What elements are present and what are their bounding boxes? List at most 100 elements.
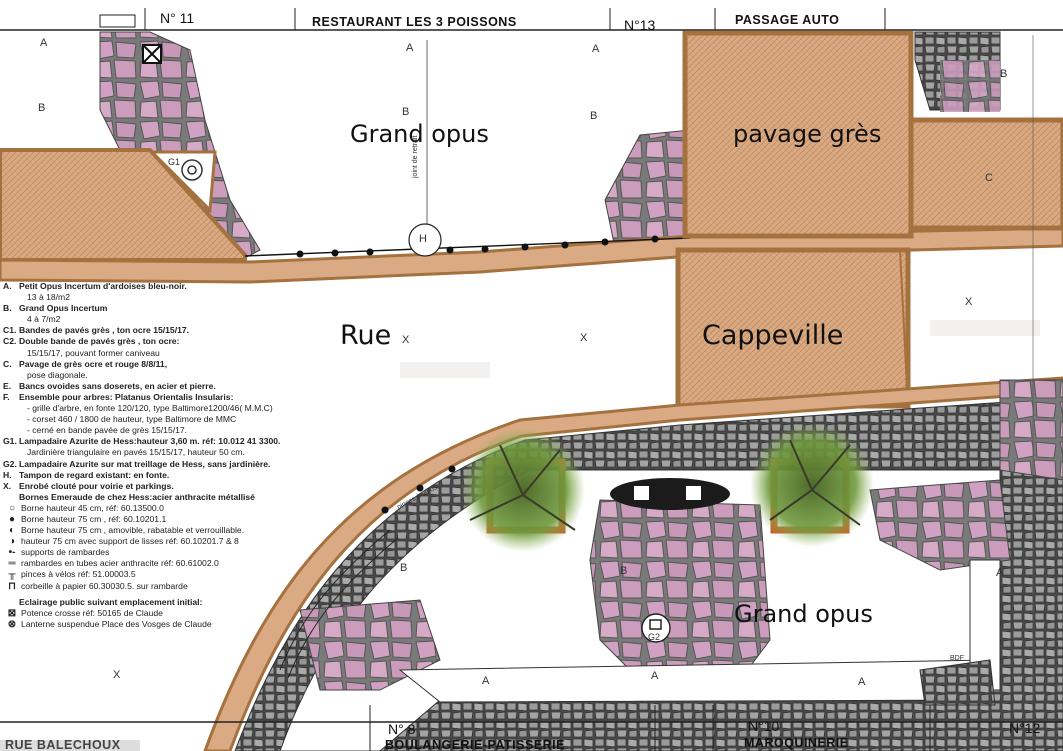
lamp-g2-label: G2: [648, 632, 661, 642]
legend-text: Bandes de pavés grès , ton ocre 15/15/17…: [19, 325, 190, 336]
legend-symbol: ⊓: [8, 580, 16, 592]
legend-subitem: Jardinière triangulaire en pavés 15/15/1…: [3, 447, 343, 458]
legend-borne-item: ● Borne hauteur 75 cm , réf: 60.10201.1: [3, 514, 343, 525]
legend-symbol: [3, 597, 19, 608]
legend-text: Lampadaire Azurite sur mat treillage de …: [19, 458, 271, 469]
zone-x: X: [580, 332, 588, 344]
zone-a: A: [858, 676, 866, 688]
legend-text: Double bande de pavés grès , ton ocre:: [19, 336, 180, 347]
legend-symbol: ◐: [8, 525, 16, 537]
legend-subitem: 15/15/17, pouvant former caniveau: [3, 348, 343, 359]
passage-auto-label: PASSAGE AUTO: [735, 13, 840, 27]
legend-symbol: [3, 492, 19, 503]
legend-text: Potence crosse réf: 50165 de Claude: [21, 607, 163, 618]
legend-subitem: 13 à 18/m2: [3, 292, 343, 303]
legend-item: F. Ensemble pour arbres: Platanus Orienta…: [3, 392, 343, 403]
zone-b: B: [590, 110, 598, 122]
legend-symbol: ⊠: [7, 607, 17, 619]
legend-symbol: ●: [8, 513, 16, 525]
legend-symbol: ╥: [8, 569, 16, 581]
building-number-13: N°13: [624, 17, 656, 33]
legend-symbol: ⊗: [7, 618, 17, 630]
legend-symbol: H.: [3, 469, 12, 480]
legend-text: Tampon de regard existant: en fonte.: [19, 469, 170, 480]
legend-text: Bornes Emeraude de chez Hess:acier anthr…: [19, 491, 255, 502]
legend-symbol: ○: [8, 502, 16, 514]
legend-text: Petit Opus Incertum d'ardoises bleu-noir…: [19, 281, 187, 291]
grand-opus-bottom-label: Grand opus: [734, 600, 873, 628]
legend-text: Lanterne suspendue Place des Vosges de C…: [21, 618, 212, 629]
legend-text: Bancs ovoides sans doserets, en acier et…: [19, 380, 216, 391]
legend-text: pinces à vélos réf: 51.00003.5: [21, 569, 136, 580]
legend-text: - corset 460 / 1800 de hauteur, type Bal…: [27, 414, 237, 425]
zone-a: A: [40, 37, 48, 49]
legend-symbol: F.: [3, 391, 10, 402]
manhole-h-label: H: [419, 233, 427, 245]
legend-symbol: E.: [3, 380, 12, 391]
legend-item: C. Pavage de grès ocre et rouge 8/8/11,: [3, 359, 343, 370]
legend-text: 13 à 18/m2: [27, 292, 70, 303]
zone-a: A: [651, 670, 659, 682]
building-number-10: N°10: [748, 718, 780, 734]
legend-text: Pavage de grès ocre et rouge 8/8/11,: [19, 358, 168, 369]
legend-text: Enrobé clouté pour voirie et parkings.: [19, 480, 174, 491]
legend-text: rambardes en tubes acier anthracite réf:…: [21, 558, 219, 569]
zone-b: B: [1000, 68, 1008, 80]
zone-a: A: [592, 43, 600, 55]
zone-a: A: [482, 675, 490, 687]
zone-b: B: [402, 106, 410, 118]
legend-item: E. Bancs ovoides sans doserets, en acier …: [3, 381, 343, 392]
legend-symbol: X.: [3, 480, 12, 491]
legend-subitem: - grille d'arbre, en fonte 120/120, type…: [3, 403, 343, 414]
legend-bornes-title: Bornes Emeraude de chez Hess:acier anthr…: [3, 492, 343, 503]
legend-symbol: G1.: [3, 436, 17, 447]
legend-item: A. Petit Opus Incertum d'ardoises bleu-no…: [3, 281, 343, 292]
legend-subitem: pose diagonale.: [3, 370, 343, 381]
legend-text: supports de rambardes: [21, 547, 110, 558]
legend-symbol: ═: [8, 558, 16, 570]
building-number-11: N° 11: [160, 10, 195, 26]
legend-text: Borne hauteur 75 cm , réf: 60.10201.1: [21, 513, 167, 524]
legend-text: Eclairage public suivant emplacement ini…: [19, 596, 203, 607]
legend-symbol: •-: [8, 547, 16, 559]
street-name-bottom: RUE BALECHOUX: [5, 738, 121, 751]
legend-borne-item: ◐ Borne hauteur 75 cm , amovible, rabatab…: [3, 525, 343, 536]
grand-opus-top-label: Grand opus: [350, 120, 489, 148]
legend-text: pose diagonale.: [27, 369, 88, 380]
legend-text: Borne hauteur 75 cm , amovible, rabatabl…: [21, 525, 245, 536]
legend-subitem: - corset 460 / 1800 de hauteur, type Bal…: [3, 414, 343, 425]
legend-item: C2.Double bande de pavés grès , ton ocre…: [3, 336, 343, 347]
zone-b: B: [620, 565, 628, 577]
legend-symbol: A.: [3, 281, 12, 291]
maroquinerie-label: MAROQUINERIE: [744, 736, 849, 750]
building-number-8: N° 8: [388, 721, 416, 737]
zone-x: X: [402, 334, 410, 346]
legend-symbol: C2.: [3, 336, 17, 347]
legend-text: 4 à 7/m2: [27, 314, 61, 325]
legend-text: Lampadaire Azurite de Hess:hauteur 3,60 …: [19, 436, 281, 447]
zone-b: B: [400, 562, 408, 574]
legend-eclairage-item: ⊠ Potence crosse réf: 50165 de Claude: [3, 608, 343, 619]
legend-text: Ensemble pour arbres: Platanus Orientali…: [19, 391, 234, 402]
legend-text: - grille d'arbre, en fonte 120/120, type…: [27, 403, 273, 414]
zone-b: B: [38, 102, 46, 114]
legend-eclairage-item: ⊗ Lanterne suspendue Place des Vosges de …: [3, 619, 343, 630]
legend: A. Petit Opus Incertum d'ardoises bleu-no…: [3, 281, 343, 630]
legend-text: Grand Opus Incertum: [19, 303, 108, 314]
legend-item: H. Tampon de regard existant: en fonte.: [3, 470, 343, 481]
restaurant-label: RESTAURANT LES 3 POISSONS: [312, 15, 517, 29]
legend-item: G2.Lampadaire Azurite sur mat treillage …: [3, 459, 343, 470]
legend-borne-item: ◑hauteur 75 cm avec support de lisses ré…: [3, 536, 343, 547]
legend-eclairage-title: Eclairage public suivant emplacement ini…: [3, 597, 343, 608]
legend-symbol: C.: [3, 358, 12, 369]
bdf-label: BDF: [950, 655, 964, 662]
lamp-g1-label: G1: [168, 157, 181, 167]
pavage-gres-label: pavage grès: [733, 120, 882, 148]
legend-item: B.Grand Opus Incertum: [3, 303, 343, 314]
legend-borne-item: •- supports de rambardes: [3, 547, 343, 558]
legend-text: 15/15/17, pouvant former caniveau: [27, 347, 160, 358]
legend-text: corbeille à papier 60.30030.5. sur ramba…: [21, 580, 188, 591]
legend-subitem: - cerné en bande pavée de grès 15/15/17.: [3, 425, 343, 436]
